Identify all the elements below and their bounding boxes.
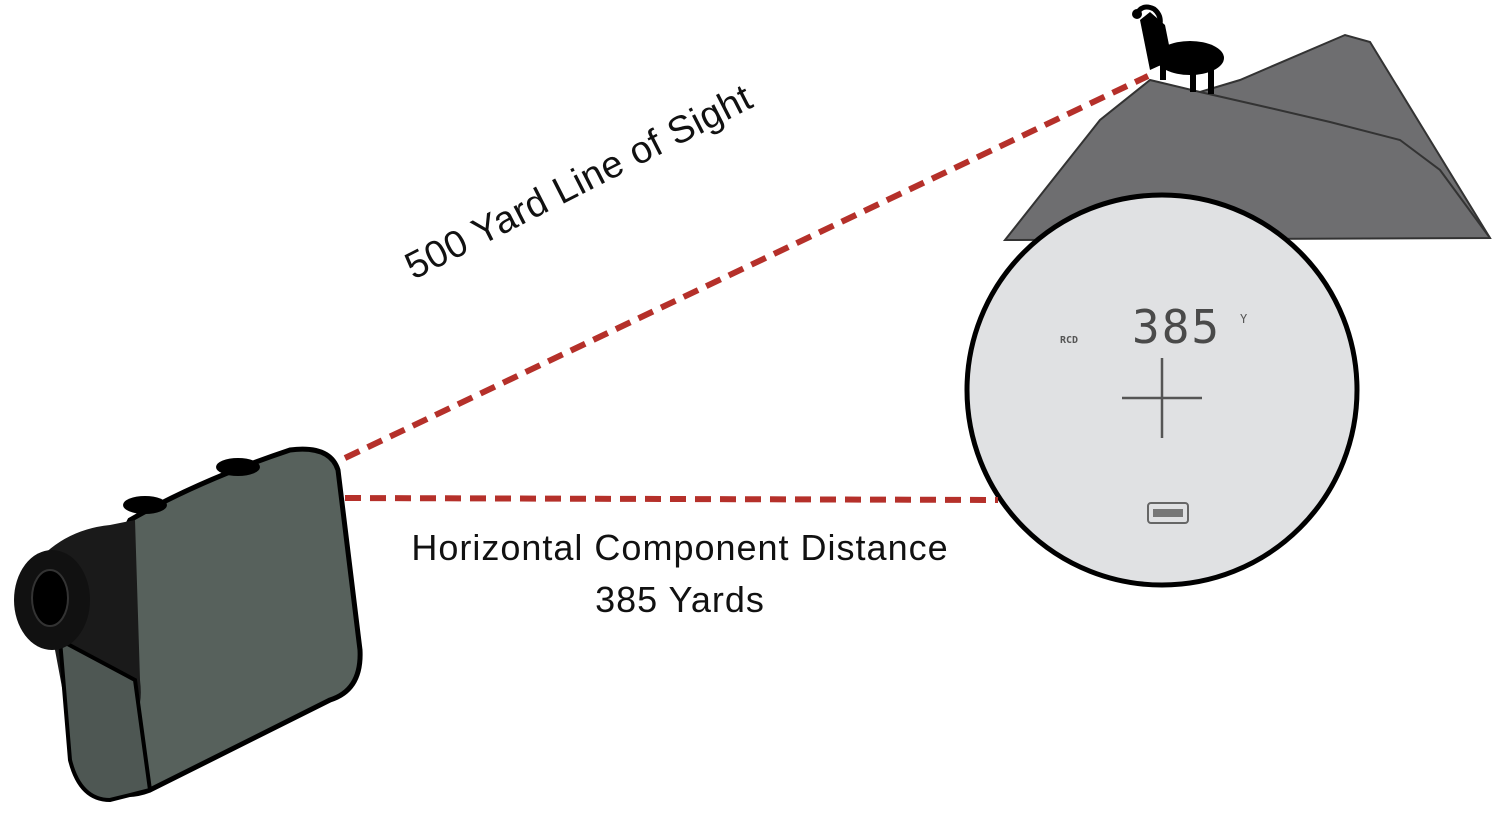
horizontal-component-line xyxy=(344,495,999,503)
mountain xyxy=(1002,33,1492,242)
unit-indicator: Y xyxy=(1240,312,1248,326)
battery-icon xyxy=(1147,502,1189,524)
horizontal-label-line2: 385 Yards xyxy=(595,579,765,620)
rangefinder xyxy=(14,446,363,803)
distance-reading: 385 xyxy=(1132,300,1222,354)
horizontal-distance-label: Horizontal Component Distance 385 Yards xyxy=(330,522,1030,626)
viewfinder-display xyxy=(964,192,1360,588)
crosshair-icon xyxy=(1122,358,1202,438)
bighorn-sheep-icon xyxy=(1132,4,1224,94)
horizontal-label-line1: Horizontal Component Distance xyxy=(411,527,949,568)
mode-indicator: RCD xyxy=(1060,335,1079,346)
